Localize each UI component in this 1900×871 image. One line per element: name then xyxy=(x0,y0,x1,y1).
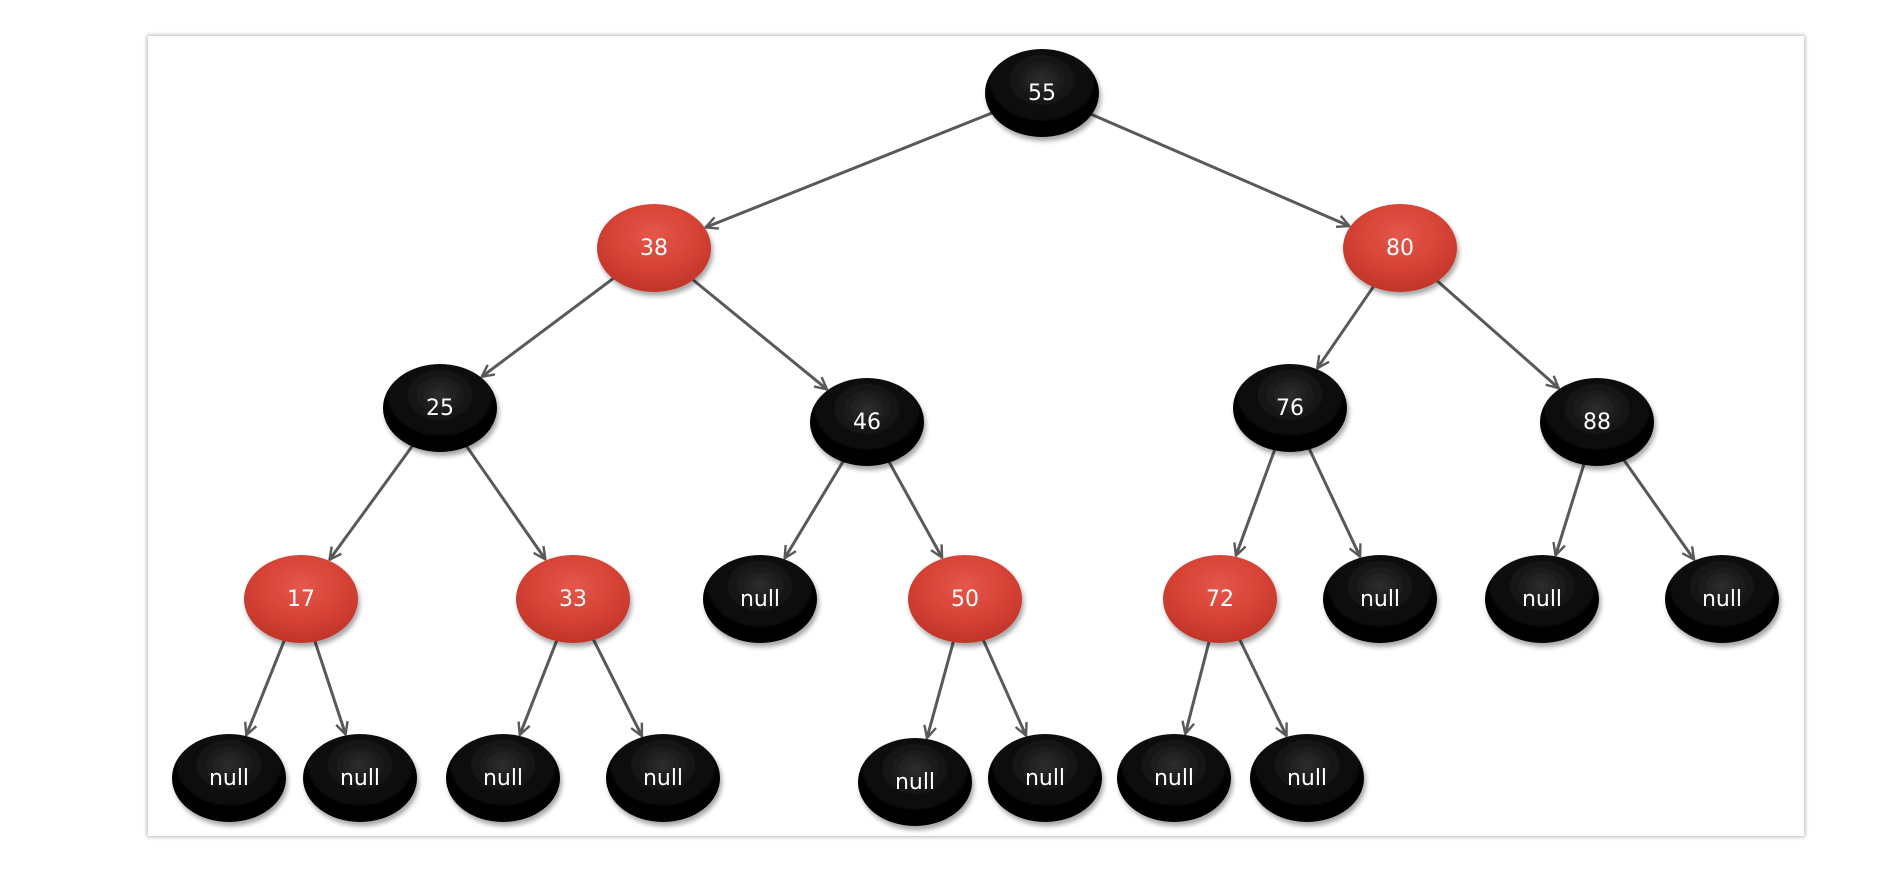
edge-n38-to-n46 xyxy=(689,276,827,389)
nodes-layer: 55 38 80 25 46 76 88 17 33 null 50 72 null null null nu… xyxy=(172,49,1779,826)
black-node-shape xyxy=(810,378,924,466)
node-label: 80 xyxy=(1386,236,1414,261)
red-node-shape xyxy=(1163,555,1277,643)
node-n25: 25 xyxy=(383,364,497,452)
red-node-shape xyxy=(1343,204,1457,292)
edge-n46-to-n50 xyxy=(886,458,944,558)
node-null17L: null xyxy=(172,734,286,822)
node-label: null xyxy=(483,766,523,791)
edge-n25-to-n33 xyxy=(463,442,546,560)
node-label: null xyxy=(1025,766,1065,791)
node-n50: 50 xyxy=(908,555,1022,643)
edge-n80-to-n76 xyxy=(1317,282,1377,369)
black-node-shape xyxy=(446,734,560,822)
node-n33: 33 xyxy=(516,555,630,643)
node-null50L: null xyxy=(858,738,972,826)
node-n76: 76 xyxy=(1233,364,1347,452)
node-null50R: null xyxy=(988,734,1102,822)
black-node-shape xyxy=(1485,555,1599,643)
black-node-shape xyxy=(172,734,286,822)
node-label: 33 xyxy=(559,587,587,612)
edge-n17-to-null17L xyxy=(246,637,287,735)
edge-n72-to-null72L xyxy=(1185,638,1212,734)
black-node-shape xyxy=(303,734,417,822)
edge-n38-to-n25 xyxy=(482,274,618,377)
black-node-shape xyxy=(1665,555,1779,643)
node-n46: 46 xyxy=(810,378,924,466)
node-label: null xyxy=(1360,587,1400,612)
edge-n25-to-n17 xyxy=(330,442,416,560)
black-node-shape xyxy=(383,364,497,452)
node-label: 55 xyxy=(1028,81,1056,106)
red-node-shape xyxy=(908,555,1022,643)
edge-n88-to-null88L xyxy=(1556,460,1587,555)
edge-n50-to-null50R xyxy=(980,636,1026,735)
red-node-shape xyxy=(244,555,358,643)
node-null72R: null xyxy=(1250,734,1364,822)
edge-n17-to-null17R xyxy=(312,637,346,734)
node-n55: 55 xyxy=(985,49,1099,137)
black-node-shape xyxy=(858,738,972,826)
edge-n33-to-null33L xyxy=(520,637,560,735)
node-label: null xyxy=(895,770,935,795)
node-label: null xyxy=(209,766,249,791)
node-null33L: null xyxy=(446,734,560,822)
edge-n72-to-null72R xyxy=(1237,636,1286,736)
node-label: 17 xyxy=(287,587,315,612)
black-node-shape xyxy=(1540,378,1654,466)
node-label: 50 xyxy=(951,587,979,612)
node-n72: 72 xyxy=(1163,555,1277,643)
node-null33R: null xyxy=(606,734,720,822)
node-null88R: null xyxy=(1665,555,1779,643)
edge-n50-to-null50L xyxy=(927,638,956,738)
edge-n88-to-null88R xyxy=(1620,456,1694,560)
node-label: 38 xyxy=(640,236,668,261)
black-node-shape xyxy=(985,49,1099,137)
black-node-shape xyxy=(1233,364,1347,452)
node-null88L: null xyxy=(1485,555,1599,643)
black-node-shape xyxy=(1250,734,1364,822)
node-null72L: null xyxy=(1117,734,1231,822)
edge-n55-to-n38 xyxy=(706,110,996,228)
node-label: 46 xyxy=(853,410,881,435)
black-node-shape xyxy=(988,734,1102,822)
black-node-shape xyxy=(1323,555,1437,643)
edge-n76-to-null76R xyxy=(1306,445,1360,557)
node-n80: 80 xyxy=(1343,204,1457,292)
node-label: 76 xyxy=(1276,396,1304,421)
node-label: null xyxy=(340,766,380,791)
node-label: null xyxy=(1522,587,1562,612)
node-null17R: null xyxy=(303,734,417,822)
red-node-shape xyxy=(516,555,630,643)
node-null46L: null xyxy=(703,555,817,643)
edge-n33-to-null33R xyxy=(590,636,644,736)
edge-n46-to-null46L xyxy=(785,457,847,559)
node-label: null xyxy=(1702,587,1742,612)
red-node-shape xyxy=(597,204,711,292)
node-n38: 38 xyxy=(597,204,711,292)
black-node-shape xyxy=(606,734,720,822)
edges-layer xyxy=(246,110,1694,738)
black-node-shape xyxy=(1117,734,1231,822)
node-label: 88 xyxy=(1583,410,1611,435)
node-label: null xyxy=(1154,766,1194,791)
edge-n80-to-n88 xyxy=(1433,277,1559,389)
node-null76R: null xyxy=(1323,555,1437,643)
node-n17: 17 xyxy=(244,555,358,643)
edge-n76-to-n72 xyxy=(1236,446,1278,556)
edge-n55-to-n80 xyxy=(1087,111,1350,226)
black-node-shape xyxy=(703,555,817,643)
node-label: 25 xyxy=(426,396,454,421)
node-label: 72 xyxy=(1206,587,1234,612)
node-label: null xyxy=(740,587,780,612)
node-label: null xyxy=(1287,766,1327,791)
node-n88: 88 xyxy=(1540,378,1654,466)
node-label: null xyxy=(643,766,683,791)
